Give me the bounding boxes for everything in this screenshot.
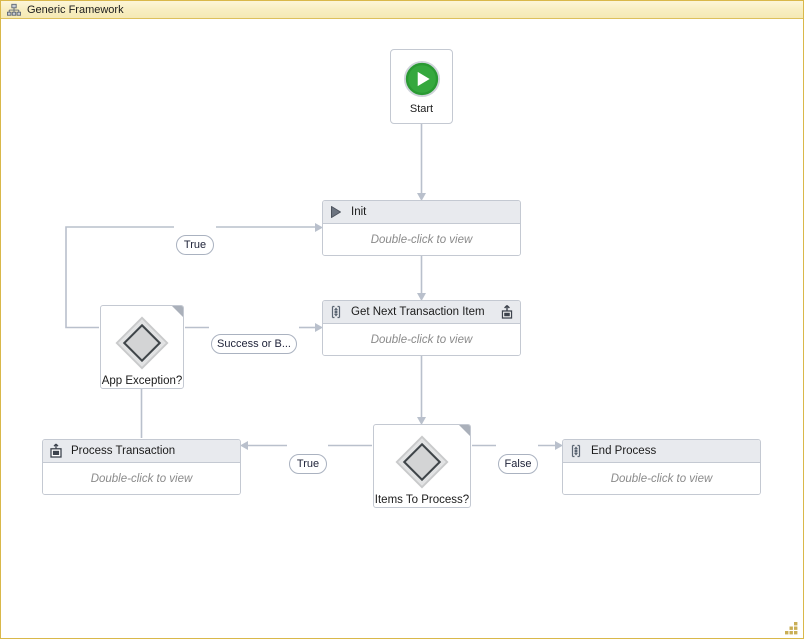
resize-grip[interactable]: [785, 621, 799, 635]
invoke-workflow-icon: [331, 206, 341, 218]
node-items-to-process[interactable]: Items To Process?: [373, 424, 471, 508]
window-titlebar: Generic Framework: [1, 1, 803, 19]
edge-label-true-loopback[interactable]: True: [176, 235, 214, 255]
node-process-transaction-header[interactable]: Process Transaction: [43, 440, 240, 463]
node-get-next-transaction-item[interactable]: Get Next Transaction Item Double-click t…: [322, 300, 521, 356]
node-items-to-process-label: Items To Process?: [374, 494, 470, 506]
hierarchy-icon: [7, 3, 21, 16]
workflow-canvas[interactable]: Start Init Double-click to view: [2, 20, 802, 638]
invoke-file-icon: [50, 443, 62, 458]
node-start[interactable]: Start: [390, 49, 453, 124]
node-end-process[interactable]: End Process Double-click to view: [562, 439, 761, 495]
edge-label-true-items[interactable]: True: [289, 454, 327, 474]
edge-label-text: True: [296, 458, 320, 470]
node-get-next-title: Get Next Transaction Item: [351, 306, 485, 318]
decision-corner-marker: [172, 306, 183, 317]
node-start-label: Start: [409, 103, 434, 115]
node-get-next-placeholder: Double-click to view: [370, 333, 473, 346]
node-process-transaction-placeholder: Double-click to view: [90, 472, 193, 485]
node-app-exception[interactable]: App Exception?: [100, 305, 184, 389]
edge-label-false-items[interactable]: False: [498, 454, 538, 474]
node-end-process-body[interactable]: Double-click to view: [563, 463, 760, 494]
node-init-placeholder: Double-click to view: [370, 233, 473, 246]
diamond-icon: [115, 316, 169, 370]
sequence-icon: [571, 444, 581, 458]
node-app-exception-label: App Exception?: [101, 375, 183, 387]
node-process-transaction-title: Process Transaction: [71, 445, 176, 457]
window-title: Generic Framework: [27, 3, 124, 16]
diamond-icon: [395, 435, 449, 489]
decision-corner-marker: [459, 425, 470, 436]
edge-label-text: False: [504, 458, 532, 470]
node-end-process-title: End Process: [591, 445, 657, 457]
edge-label-text: True: [183, 239, 207, 251]
node-init-header[interactable]: Init: [323, 201, 520, 224]
node-get-next-body[interactable]: Double-click to view: [323, 324, 520, 355]
sequence-icon: [331, 305, 341, 319]
node-init-title: Init: [351, 206, 367, 218]
node-get-next-header[interactable]: Get Next Transaction Item: [323, 301, 520, 324]
node-process-transaction[interactable]: Process Transaction Double-click to view: [42, 439, 241, 495]
export-argument-icon[interactable]: [499, 304, 515, 320]
node-init[interactable]: Init Double-click to view: [322, 200, 521, 256]
play-circle-icon: [403, 60, 440, 98]
node-init-body[interactable]: Double-click to view: [323, 224, 520, 255]
node-end-process-header[interactable]: End Process: [563, 440, 760, 463]
node-end-process-placeholder: Double-click to view: [610, 472, 713, 485]
edge-label-text: Success or B...: [217, 338, 291, 350]
edge-label-success-or-b[interactable]: Success or B...: [211, 334, 297, 354]
node-process-transaction-body[interactable]: Double-click to view: [43, 463, 240, 494]
